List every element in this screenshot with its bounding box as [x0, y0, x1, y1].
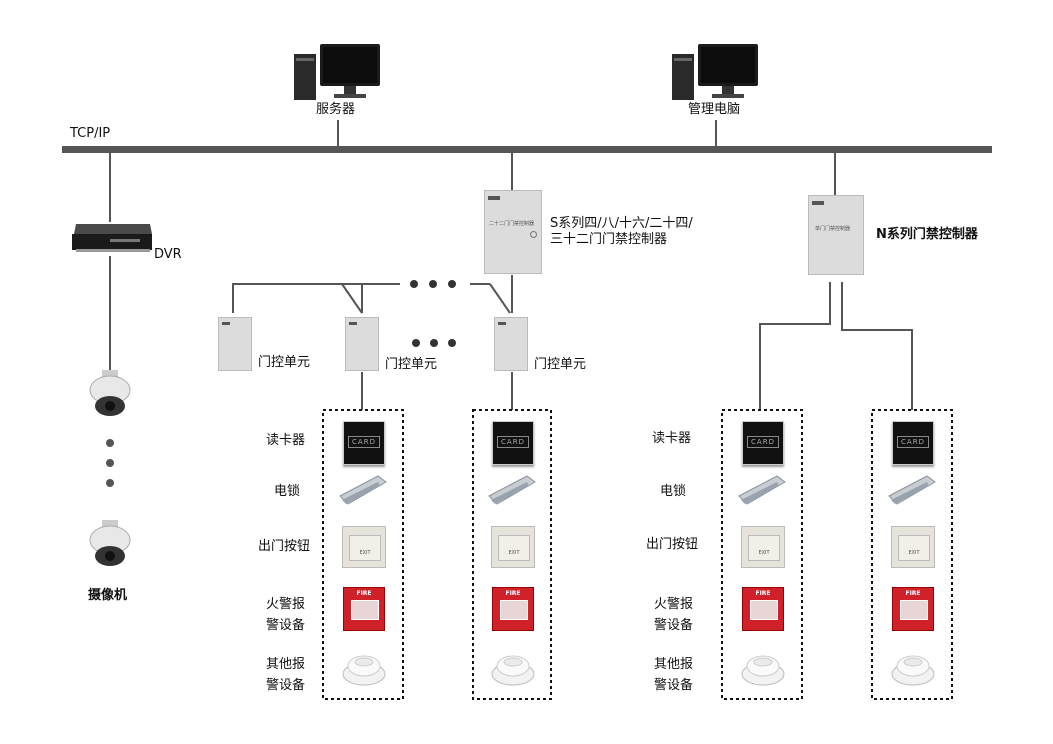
ellipsis-dots-mid [412, 339, 456, 347]
dome-camera-2 [88, 520, 132, 574]
magnetic-lock-icon [738, 475, 786, 505]
fire-alarm-label-right: 火警报 警设备 [654, 597, 694, 633]
exit-button-text: EXIT [758, 550, 770, 556]
camera-label: 摄像机 [88, 588, 128, 603]
brand-logo [488, 196, 500, 200]
n-controller-label: N系列门禁控制器 [876, 227, 978, 242]
exit-button: EXIT [342, 526, 386, 568]
management-pc-label: 管理电脑 [688, 102, 741, 117]
fire-alarm-call-point: FIRE [492, 587, 534, 631]
device-group-box-2 [472, 409, 552, 700]
door-unit-label-3: 门控单元 [534, 357, 587, 372]
magnetic-lock-icon [488, 475, 536, 505]
ellipsis-dots-cameras [106, 439, 114, 487]
exit-button-text: EXIT [508, 550, 520, 556]
fire-alarm-call-point: FIRE [892, 587, 934, 631]
exit-button-text: EXIT [908, 550, 920, 556]
s-series-controller: 二十二门门禁控制器 [484, 190, 542, 274]
card-reader: CARD [343, 421, 385, 465]
smoke-detector-icon [491, 655, 535, 686]
brand-logo [498, 322, 506, 325]
exit-button-face: EXIT [748, 535, 780, 561]
magnetic-lock-icon [888, 475, 936, 505]
management-computer-icon [672, 44, 758, 100]
door-control-unit-2 [345, 317, 379, 371]
exit-button: EXIT [741, 526, 785, 568]
exit-button-face: EXIT [498, 535, 530, 561]
door-unit-label-1: 门控单元 [258, 355, 311, 370]
magnetic-lock-icon [339, 475, 387, 505]
fire-alarm-glass [500, 600, 528, 620]
brand-logo [812, 201, 824, 205]
door-control-unit-1 [218, 317, 252, 371]
door-control-unit-3 [494, 317, 528, 371]
fire-alarm-label-left: 火警报 警设备 [266, 597, 306, 633]
device-group-box-3 [721, 409, 803, 700]
dome-camera-icon [89, 370, 131, 416]
fire-alarm-glass [750, 600, 778, 620]
other-alarm-label-left: 其他报 警设备 [266, 657, 306, 693]
dvr-label: DVR [154, 247, 182, 262]
exit-button: EXIT [891, 526, 935, 568]
management-computer [670, 42, 762, 108]
tcp-ip-label: TCP/IP [70, 126, 111, 141]
exit-button-label-left: 出门按钮 [258, 539, 311, 554]
exit-button: EXIT [491, 526, 535, 568]
card-reader-text: CARD [497, 436, 529, 448]
lock-label-right: 电锁 [660, 484, 687, 499]
s-controller-label: S系列四/八/十六/二十四/ 三十二门门禁控制器 [550, 216, 693, 247]
card-reader-label-left: 读卡器 [266, 433, 306, 448]
server-label: 服务器 [316, 102, 356, 117]
n-controller-panel-text: 单门门禁控制器 [815, 226, 851, 232]
fire-alarm-text: FIRE [505, 590, 521, 597]
device-group-box-4 [871, 409, 953, 700]
dome-camera-1 [88, 370, 132, 424]
card-reader-label-right: 读卡器 [652, 431, 692, 446]
fire-alarm-text: FIRE [356, 590, 372, 597]
exit-button-label-right: 出门按钮 [646, 537, 699, 552]
card-reader-text: CARD [348, 436, 380, 448]
server-computer-icon [294, 44, 380, 100]
n-series-controller: 单门门禁控制器 [808, 195, 864, 275]
card-reader-text: CARD [747, 436, 779, 448]
fire-alarm-glass [351, 600, 379, 620]
smoke-detector-icon [342, 655, 386, 686]
server-computer [292, 42, 384, 108]
fire-alarm-text: FIRE [755, 590, 771, 597]
fire-alarm-call-point: FIRE [742, 587, 784, 631]
fire-alarm-call-point: FIRE [343, 587, 385, 631]
other-alarm-label-right: 其他报 警设备 [654, 657, 694, 693]
dome-camera-icon [89, 520, 131, 566]
s-controller-panel-text: 二十二门门禁控制器 [489, 221, 535, 227]
card-reader-text: CARD [897, 436, 929, 448]
tcp-ip-bus [62, 146, 992, 153]
fire-alarm-glass [900, 600, 928, 620]
door-unit-label-2: 门控单元 [385, 357, 438, 372]
card-reader: CARD [742, 421, 784, 465]
smoke-detector-icon [891, 655, 935, 686]
dvr-device [70, 222, 154, 260]
smoke-detector-icon [741, 655, 785, 686]
exit-button-text: EXIT [359, 550, 371, 556]
dvr-icon [72, 224, 152, 252]
brand-logo [222, 322, 230, 325]
exit-button-face: EXIT [349, 535, 381, 561]
device-group-box-1 [322, 409, 404, 700]
lock-label-left: 电锁 [274, 484, 301, 499]
exit-button-face: EXIT [898, 535, 930, 561]
brand-logo [349, 322, 357, 325]
card-reader: CARD [892, 421, 934, 465]
ellipsis-dots-top [410, 280, 456, 288]
fire-alarm-text: FIRE [905, 590, 921, 597]
card-reader: CARD [492, 421, 534, 465]
status-indicator [530, 231, 537, 238]
